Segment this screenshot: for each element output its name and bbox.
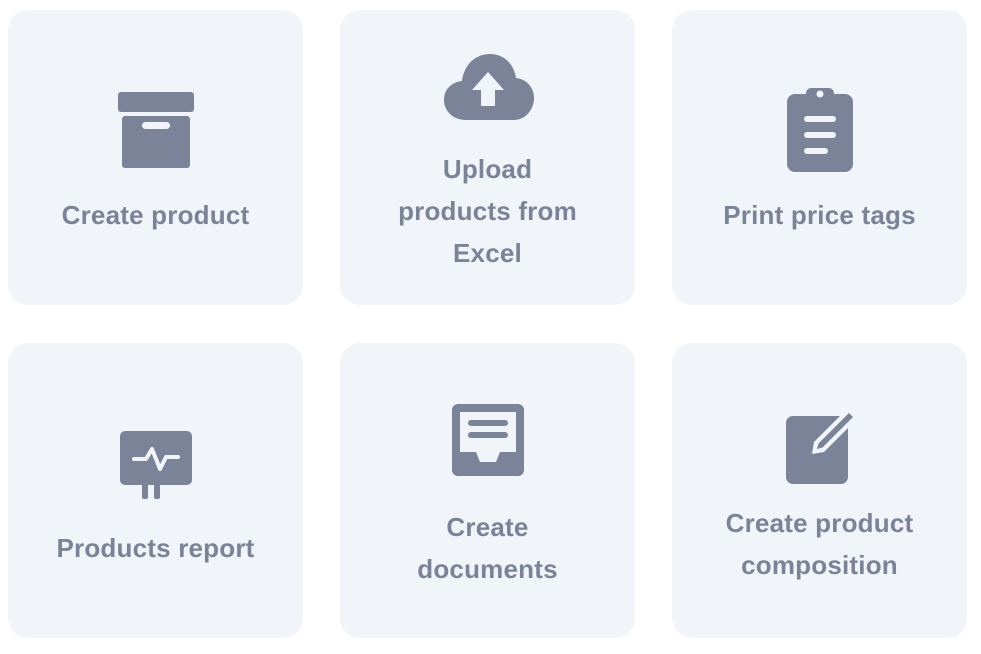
create-composition-tile[interactable]: Create product composition <box>672 343 967 638</box>
quick-actions-grid: Create product Upload products from Exce… <box>8 10 967 638</box>
print-price-tags-label: Print price tags <box>723 199 916 230</box>
upload-products-label: Upload products from Excel <box>398 153 577 268</box>
create-composition-label: Create product composition <box>725 507 914 580</box>
create-documents-tile[interactable]: Create documents <box>340 343 635 638</box>
products-report-label: Products report <box>56 532 255 563</box>
archive-box-icon <box>108 80 204 176</box>
products-report-tile[interactable]: Products report <box>8 343 303 638</box>
create-product-tile[interactable]: Create product <box>8 10 303 305</box>
create-product-label: Create product <box>61 199 250 230</box>
upload-products-tile[interactable]: Upload products from Excel <box>340 10 635 305</box>
presentation-chart-icon <box>108 413 204 509</box>
cloud-upload-icon <box>440 42 536 138</box>
edit-note-icon <box>772 396 868 492</box>
document-tray-icon <box>440 392 536 488</box>
create-documents-label: Create documents <box>417 511 558 584</box>
clipboard-list-icon <box>772 80 868 176</box>
print-price-tags-tile[interactable]: Print price tags <box>672 10 967 305</box>
